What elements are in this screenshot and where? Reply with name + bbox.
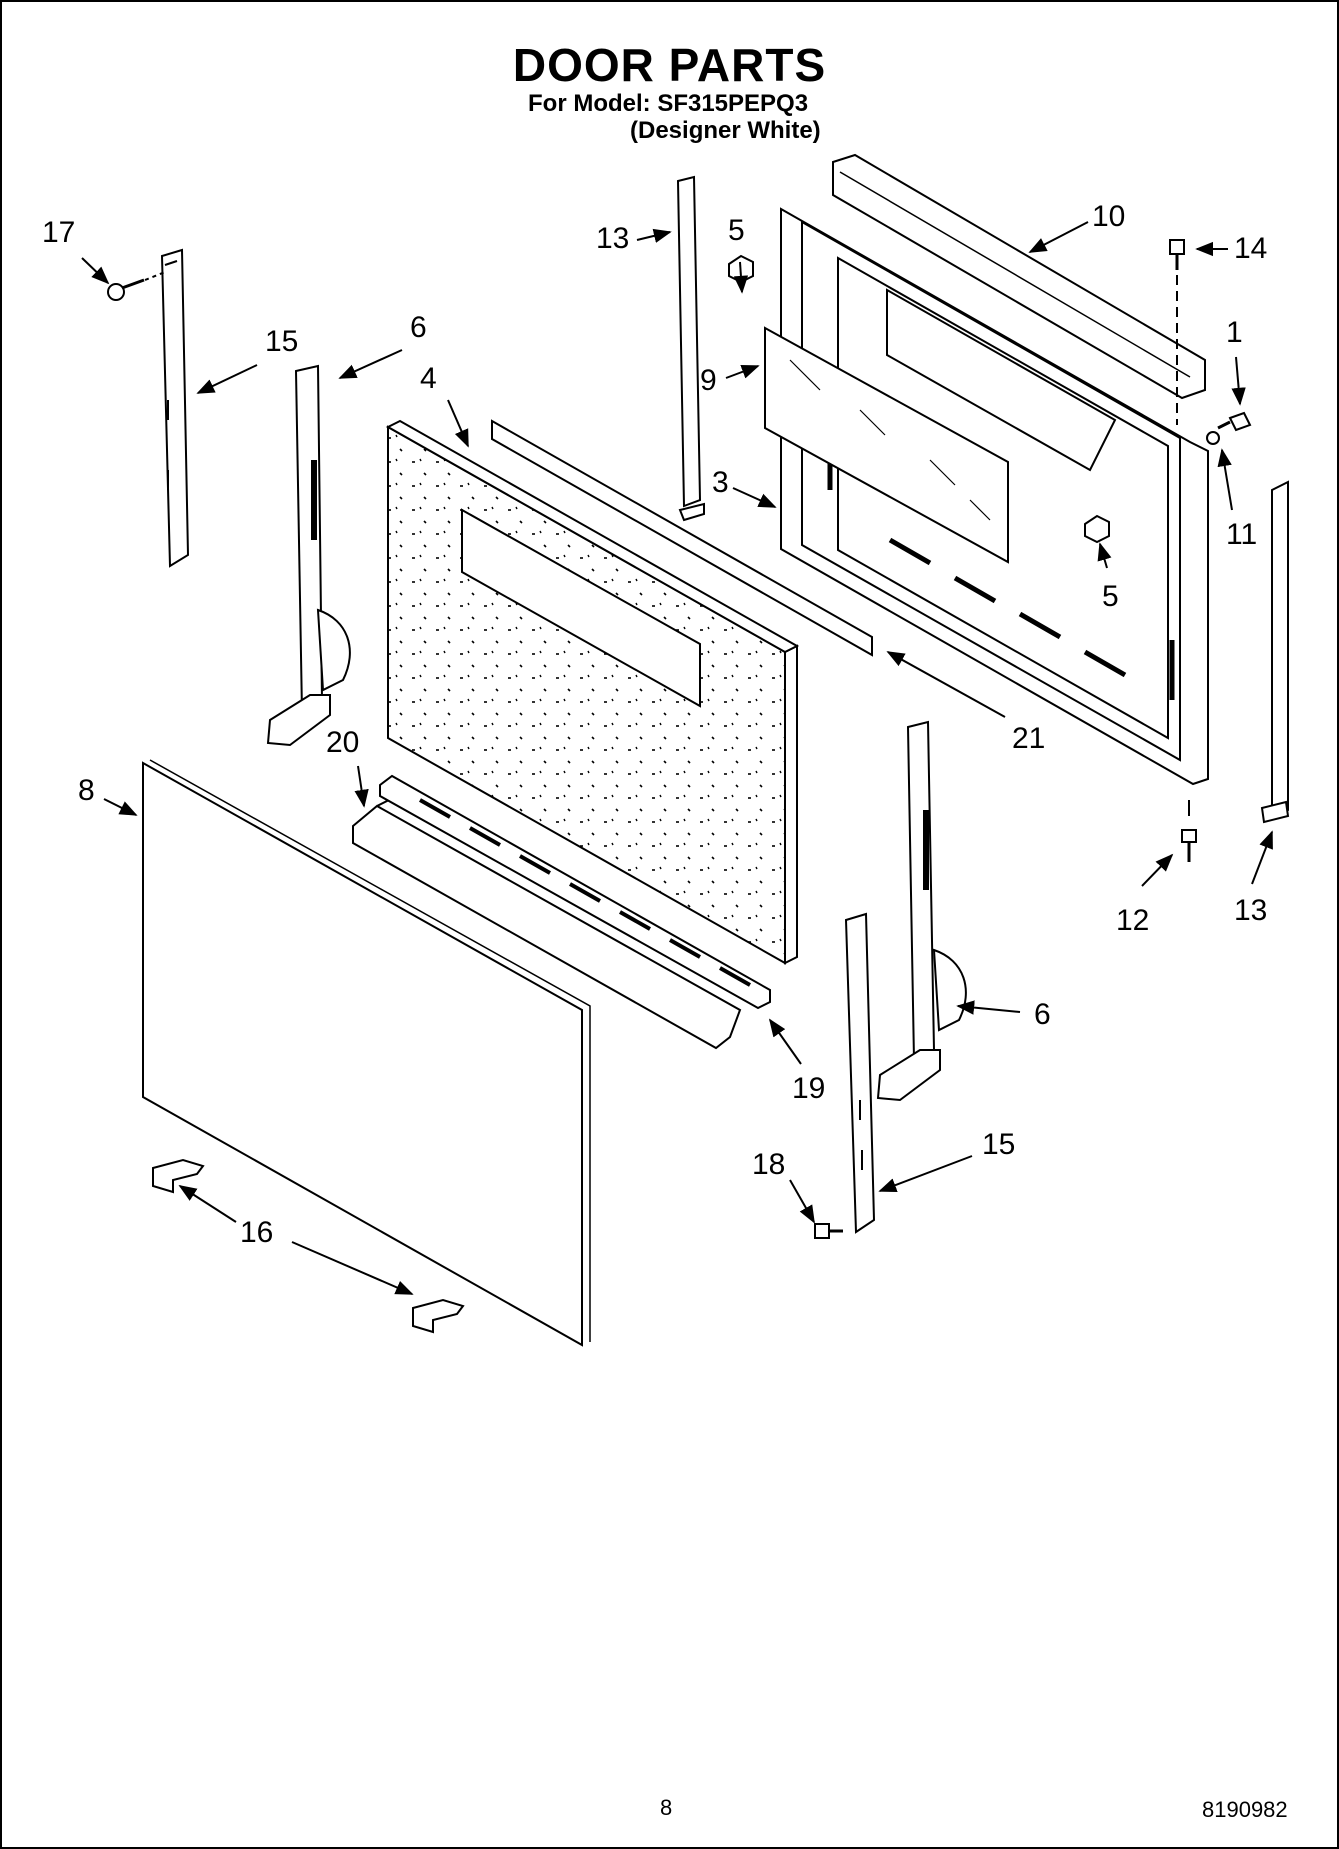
callout-1: 1: [1226, 316, 1243, 349]
callout-12: 12: [1116, 904, 1150, 937]
part-6-left-hinge: [266, 364, 351, 747]
callout-5-lower: 5: [1102, 580, 1119, 613]
callout-5-upper: 5: [728, 214, 745, 247]
callout-21: 21: [1012, 722, 1046, 755]
part-5-clip-lower: [1084, 514, 1110, 544]
model-label: For Model: SF315PEPQ3: [528, 90, 809, 117]
callout-15-right: 15: [982, 1128, 1016, 1161]
callout-14: 14: [1234, 232, 1268, 265]
part-9-glass: [764, 326, 1009, 564]
part-8-outer-door-panel: [142, 759, 591, 1347]
part-13-right-rail: [1260, 480, 1290, 824]
part-19-channel: [379, 774, 771, 1010]
leader-lines: [81, 221, 1273, 1295]
callout-13-right: 13: [1234, 894, 1268, 927]
part-16-clips: [152, 1158, 465, 1334]
callout-11: 11: [1226, 518, 1258, 551]
part-15-left-hinge-bracket: [160, 248, 190, 568]
callout-9: 9: [700, 364, 717, 397]
part-6-right-hinge: [876, 720, 967, 1102]
page-number: 8: [660, 1795, 673, 1820]
part-12-screw: [1181, 800, 1197, 862]
callout-13-left: 13: [596, 222, 630, 255]
callout-4: 4: [420, 362, 437, 395]
part-11-washer: [1206, 431, 1220, 445]
callout-6-right: 6: [1034, 998, 1051, 1031]
callout-10: 10: [1092, 200, 1126, 233]
callout-17: 17: [42, 216, 76, 249]
page-title: DOOR PARTS: [512, 39, 827, 91]
callout-16: 16: [240, 1216, 274, 1249]
part-10-top-trim: [832, 153, 1206, 400]
part-15-right-hinge-bracket: [844, 912, 876, 1234]
part-1-screw: [1217, 411, 1252, 432]
callout-15-left: 15: [265, 325, 299, 358]
callout-3: 3: [712, 466, 729, 499]
callout-19: 19: [792, 1072, 826, 1105]
callout-20: 20: [326, 726, 360, 759]
part-14-screw: [1169, 239, 1185, 425]
part-21-strip: [491, 419, 873, 657]
callout-8: 8: [78, 774, 95, 807]
part-4-insulation: [385, 419, 800, 965]
document-number: 8190982: [1202, 1797, 1288, 1822]
model-variant: (Designer White): [630, 117, 821, 144]
part-17-screw: [107, 271, 166, 301]
callout-6-left: 6: [410, 311, 427, 344]
part-18-screw: [814, 1223, 843, 1239]
part-13-left-rail: [676, 175, 705, 522]
callout-18: 18: [752, 1148, 786, 1181]
